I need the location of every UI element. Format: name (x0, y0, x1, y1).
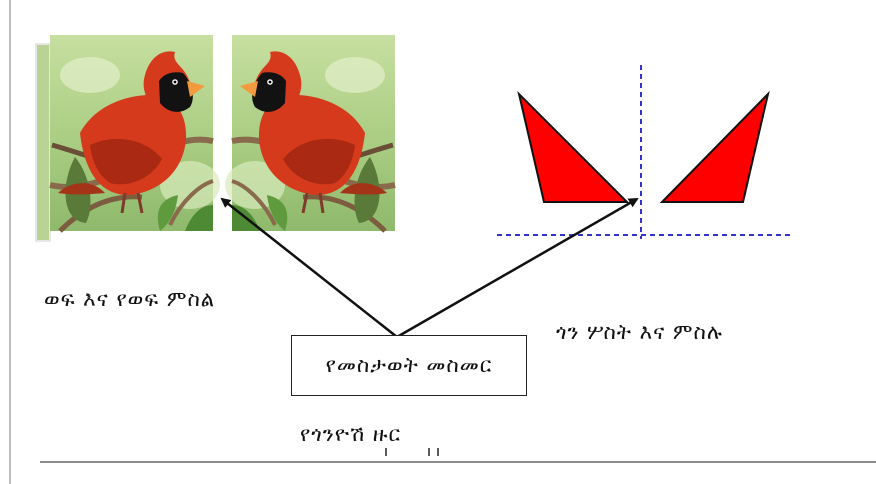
mirror-line-box: የመስታወት መስመር (291, 335, 527, 396)
arrow-to-bird-mirror-line (220, 197, 398, 338)
photo-edge-strip (37, 45, 49, 240)
arrow-to-triangle-mirror-line (396, 197, 639, 339)
original-triangle (517, 90, 630, 203)
symmetry-caption: የጎንዮሽ ዙር (300, 422, 402, 446)
bird-and-image-label: ወፍ እና የወፍ ምስል (44, 287, 216, 311)
mirror-line-label: የመስታወት መስመር (325, 353, 493, 377)
triangle-and-image-label: ጎን ሦስት እና ምስሉ (556, 320, 723, 344)
bottom-tick (385, 448, 387, 456)
bottom-tick (437, 448, 439, 456)
cardinal-original-photo (50, 35, 220, 231)
left-margin-rule (9, 0, 11, 484)
reflected-triangle (659, 90, 770, 203)
bottom-tick (428, 448, 430, 456)
bottom-rule (40, 461, 876, 463)
cardinal-reflected-photo (225, 35, 395, 231)
